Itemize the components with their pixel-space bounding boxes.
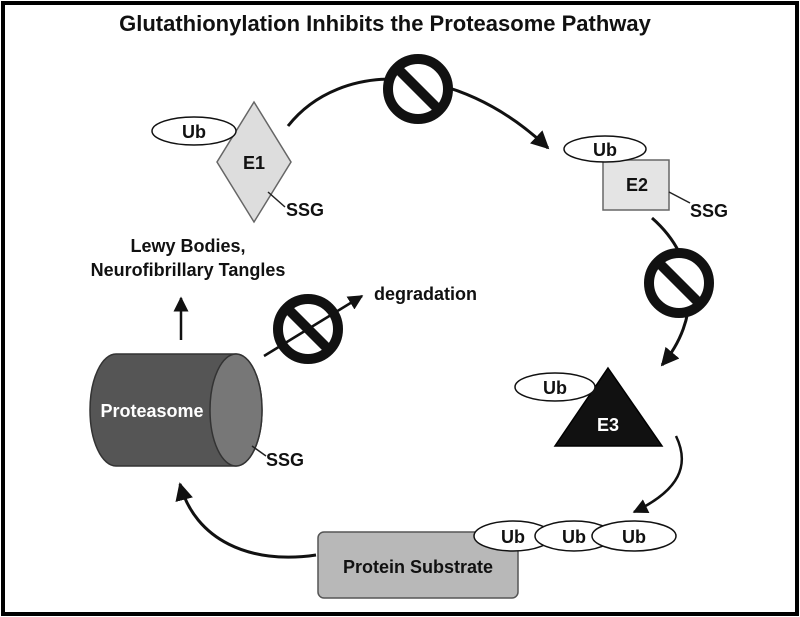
e2-enzyme: E2	[602, 159, 670, 211]
diagram-title: Glutathionylation Inhibits the Proteasom…	[119, 11, 652, 36]
inhibition-icon	[383, 54, 453, 124]
e3-label: E3	[597, 415, 619, 435]
ub-chain-item	[591, 520, 677, 552]
aggregates-label-line2: Neurofibrillary Tangles	[91, 260, 286, 280]
proteasome: Proteasome	[89, 353, 263, 467]
e1-ssg-label: SSG	[286, 200, 324, 220]
e2-label: E2	[626, 175, 648, 195]
substrate-box	[317, 531, 519, 599]
e1-enzyme: E1	[216, 100, 292, 224]
e2-box	[602, 159, 670, 211]
e2-ssg-link	[668, 191, 691, 204]
ub-chain-label: Ub	[622, 527, 646, 547]
e3-enzyme: E3	[553, 366, 664, 447]
proteasome-ssg-label: SSG	[266, 450, 304, 470]
substrate-label: Protein Substrate	[343, 557, 493, 577]
inhibition-icon	[273, 294, 343, 364]
e3-ub-tag: Ub	[514, 372, 596, 402]
ub-chain-label: Ub	[562, 527, 586, 547]
proteasome-label: Proteasome	[100, 401, 203, 421]
e1-ub-tag: Ub	[151, 116, 237, 146]
protein-substrate: Protein Substrate	[317, 531, 519, 599]
e2-ssg-label: SSG	[690, 201, 728, 221]
proteasome-ssg-link	[251, 445, 267, 457]
proteasome-cap	[209, 353, 263, 467]
ub-chain-label: Ub	[501, 527, 525, 547]
arrow-substrate-to-proteasome	[175, 482, 317, 559]
aggregates-label-line1: Lewy Bodies,	[130, 236, 245, 256]
ub-chain: Ub Ub Ub	[473, 520, 677, 552]
e1-label: E1	[243, 153, 265, 173]
e2-ub-tag: Ub	[563, 135, 647, 163]
e2-ub-label: Ub	[593, 140, 617, 160]
inhibition-icon	[644, 248, 714, 318]
e3-ub-label: Ub	[543, 378, 567, 398]
e1-ssg-link	[267, 191, 286, 208]
e3-triangle	[553, 366, 664, 447]
arrow-e3-to-substrate	[632, 435, 684, 514]
e1-ub-label: Ub	[182, 122, 206, 142]
degradation-label: degradation	[374, 284, 477, 304]
